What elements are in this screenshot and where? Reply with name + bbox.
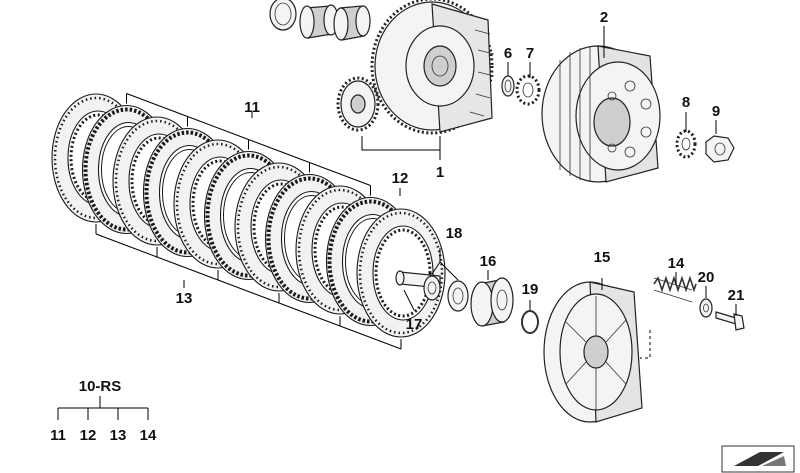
needle-bearing-b bbox=[333, 5, 371, 41]
spring-14 bbox=[653, 275, 697, 303]
leader-lines bbox=[361, 26, 737, 359]
plate-stack bbox=[51, 93, 446, 350]
ball-bearing-16 bbox=[470, 277, 514, 327]
arrow-icon[interactable] bbox=[721, 445, 795, 473]
kit-title: 10-RS bbox=[79, 378, 122, 395]
washer-18b bbox=[447, 280, 469, 312]
callout-13: 13 bbox=[176, 290, 193, 307]
callout-labels: 1 2 6 7 8 9 11 12 13 14 15 16 17 18 19 2… bbox=[176, 9, 745, 333]
callout-21: 21 bbox=[728, 287, 745, 304]
kit-member-14: 14 bbox=[140, 427, 157, 444]
primary-gear bbox=[336, 76, 380, 132]
callout-14: 14 bbox=[668, 255, 685, 272]
kit-member-13: 13 bbox=[110, 427, 127, 444]
washer-20 bbox=[699, 298, 713, 318]
callout-8: 8 bbox=[682, 94, 690, 111]
bracket-friction-plates bbox=[126, 93, 371, 196]
callout-2: 2 bbox=[600, 9, 608, 26]
hex-nut-9 bbox=[705, 135, 735, 163]
lock-washer-8 bbox=[675, 129, 697, 159]
callout-11: 11 bbox=[244, 99, 260, 116]
callout-9: 9 bbox=[712, 103, 720, 120]
clutch-hub bbox=[541, 45, 661, 183]
washer-6 bbox=[501, 75, 515, 97]
kit-member-12: 12 bbox=[80, 427, 97, 444]
kit-legend: 10-RS 11 12 13 14 bbox=[50, 378, 157, 444]
callout-12: 12 bbox=[392, 170, 409, 187]
bracket-steel-plates bbox=[95, 224, 402, 350]
circlip-19 bbox=[521, 310, 539, 334]
callout-7: 7 bbox=[526, 45, 534, 62]
callout-16: 16 bbox=[480, 253, 497, 270]
callout-15: 15 bbox=[594, 249, 611, 266]
lock-washer-7 bbox=[515, 74, 541, 106]
bolt-21 bbox=[715, 311, 745, 331]
callout-1: 1 bbox=[436, 164, 444, 181]
callout-18: 18 bbox=[446, 225, 463, 242]
callout-19: 19 bbox=[522, 281, 539, 298]
washer-18a bbox=[423, 275, 441, 301]
kit-member-11: 11 bbox=[50, 427, 66, 444]
shim-ring-top bbox=[269, 0, 297, 31]
pressure-plate bbox=[543, 281, 643, 423]
callout-6: 6 bbox=[504, 45, 512, 62]
clutch-housing bbox=[370, 0, 495, 135]
needle-bearing-a bbox=[299, 4, 339, 39]
callout-20: 20 bbox=[698, 269, 715, 286]
callout-17: 17 bbox=[406, 316, 423, 333]
